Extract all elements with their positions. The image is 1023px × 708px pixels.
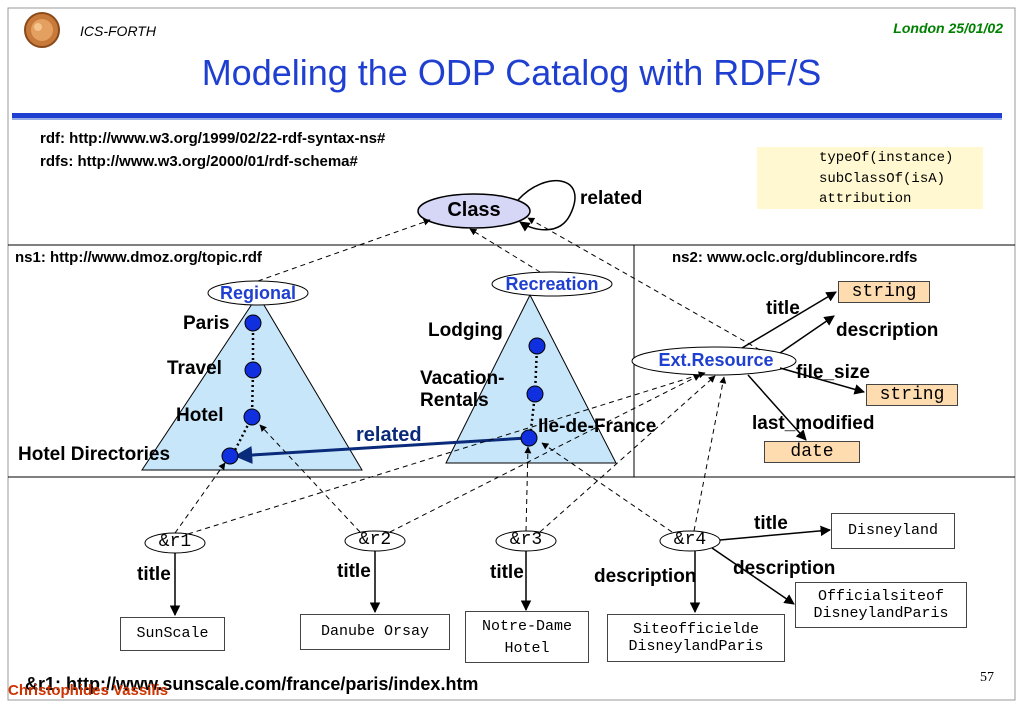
- r3-title-value: Notre-Dame Hotel: [465, 611, 589, 663]
- lodging-label: Lodging: [428, 320, 503, 341]
- title-rule: [12, 113, 1002, 118]
- paris-label: Paris: [183, 313, 230, 334]
- legend-typeof-label: typeOf(instance): [819, 150, 954, 166]
- ile-de-france-node: [520, 429, 538, 447]
- title-rule-shadow: [12, 118, 1002, 120]
- title-attr-arrow: [741, 291, 837, 349]
- page-number: 57: [980, 670, 994, 685]
- r4-desc2-line2: DisneylandParis: [813, 605, 949, 622]
- ext-resource-ellipse: [631, 346, 797, 376]
- footer-url: &r1: http://www.sunscale.com/france/pari…: [25, 674, 479, 694]
- hotel-directories-node: [221, 447, 239, 465]
- r3-title-line1: Notre-Dame: [481, 618, 572, 635]
- filesize-attr-arrow: [779, 367, 866, 395]
- string-type-box-1: string: [838, 281, 930, 303]
- recreation-ellipse: [491, 271, 613, 297]
- vacation-rentals-node: [526, 385, 544, 403]
- hotel-directories-label: Hotel Directories: [18, 444, 171, 465]
- r4-description-value: Siteofficielde DisneylandParis: [607, 614, 785, 662]
- legend-subclass-label: subClassOf(isA): [819, 171, 946, 187]
- legend-box: typeOf(instance) subClassOf(isA) attribu…: [757, 147, 983, 209]
- r4-description2-label: description: [733, 558, 836, 579]
- string-type-box-2: string: [866, 384, 958, 406]
- slide-date: London 25/01/02: [893, 20, 1003, 36]
- r4-desc2-line1: Officialsiteof: [817, 588, 945, 605]
- travel-label: Travel: [167, 358, 222, 379]
- class-related-loop: [517, 179, 576, 232]
- lastmodified-attr-arrow: [747, 374, 807, 441]
- class-related-label: related: [580, 188, 643, 209]
- lastmodified-prop-label: last_modified: [752, 413, 875, 434]
- regional-label: Regional: [219, 283, 296, 303]
- r4-to-extresource-link: [693, 376, 727, 532]
- class-label: Class: [447, 199, 501, 221]
- slide-frame: [7, 7, 1016, 701]
- regional-to-class-link: [257, 218, 431, 282]
- r4-title-label: title: [754, 513, 788, 534]
- r2-title-label: title: [337, 561, 371, 582]
- lodging-node: [528, 337, 546, 355]
- r4-desc1-line1: Siteofficielde: [632, 621, 760, 638]
- rdf-namespace: rdf: http://www.w3.org/1999/02/22-rdf-sy…: [40, 130, 386, 147]
- r2-to-hotel-link: [259, 424, 361, 533]
- forth-logo-icon: [24, 12, 60, 48]
- hotel-node: [243, 408, 261, 426]
- r1-to-hoteldir-link: [174, 462, 226, 534]
- ns2-namespace: ns2: www.oclc.org/dublincore.rdfs: [672, 249, 918, 266]
- ext-resource-label: Ext.Resource: [658, 350, 774, 370]
- recreation-triangle: [445, 293, 617, 464]
- r2-to-extresource-link: [389, 374, 701, 533]
- r1-title-value: SunScale: [120, 617, 225, 651]
- r1-title-label: title: [137, 564, 171, 585]
- rentals-label: Rentals: [420, 390, 489, 411]
- r3-title-line2: Hotel: [504, 640, 550, 657]
- related-link-label: related: [356, 424, 422, 446]
- r4-desc1-line2: DisneylandParis: [628, 638, 764, 655]
- r4-title-arrow: [719, 525, 832, 541]
- filesize-prop-label: file_size: [796, 362, 870, 383]
- r4-description2-arrow: [711, 547, 795, 605]
- hotel-label: Hotel: [176, 405, 224, 426]
- description-prop-label: description: [836, 320, 939, 341]
- r4-title-value: Disneyland: [831, 513, 955, 549]
- class-ellipse: [417, 193, 531, 229]
- iledefrance-to-hoteldir-related: [234, 436, 528, 464]
- r4-label: &r4: [673, 530, 707, 550]
- date-type-box: date: [764, 441, 860, 463]
- r1-label: &r1: [158, 532, 192, 552]
- r2-title-value: Danube Orsay: [300, 614, 450, 650]
- r4-description-label: description: [594, 566, 697, 587]
- travel-node: [244, 361, 262, 379]
- author-name: Christophides Vassilis: [8, 682, 169, 699]
- recreation-to-class-link: [469, 228, 541, 273]
- r3-label: &r3: [509, 530, 543, 550]
- regional-triangle: [141, 294, 363, 471]
- r4-ellipse: [659, 530, 721, 552]
- ile-de-france-label: Ile-de-France: [538, 416, 657, 437]
- recreation-label: Recreation: [505, 274, 599, 294]
- description-attr-arrow: [779, 315, 835, 354]
- title-prop-label: title: [766, 298, 800, 319]
- ns1-namespace: ns1: http://www.dmoz.org/topic.rdf: [15, 249, 262, 266]
- r2-label: &r2: [358, 530, 392, 550]
- rdfs-namespace: rdfs: http://www.w3.org/2000/01/rdf-sche…: [40, 153, 358, 170]
- r4-description2-value: Officialsiteof DisneylandParis: [795, 582, 967, 628]
- r3-title-label: title: [490, 562, 524, 583]
- org-name: ICS-FORTH: [80, 23, 156, 39]
- slide-title: Modeling the ODP Catalog with RDF/S: [201, 52, 822, 93]
- paris-node: [244, 314, 262, 332]
- legend-attribution-label: attribution: [819, 191, 912, 207]
- vacation-label: Vacation-: [420, 368, 505, 389]
- r1-to-extresource-link: [187, 371, 706, 535]
- r3-to-extresource-link: [539, 375, 716, 533]
